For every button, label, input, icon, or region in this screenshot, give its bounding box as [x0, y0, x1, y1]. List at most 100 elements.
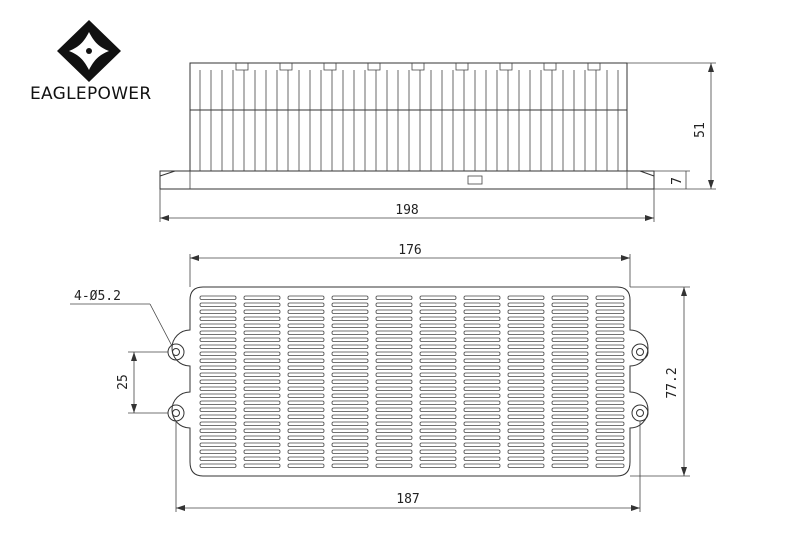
- fin-slot: [243, 428, 281, 433]
- fin-slot: [463, 344, 501, 349]
- fin-slot: [199, 428, 237, 433]
- fin-notch: [411, 63, 425, 71]
- fin-slot: [507, 309, 545, 314]
- fin-slot: [419, 400, 457, 405]
- fin-slot: [287, 372, 325, 377]
- fin-slot: [243, 456, 281, 461]
- fin-slot: [419, 316, 457, 321]
- fin-slot: [331, 344, 369, 349]
- fin-slot: [375, 393, 413, 398]
- fin-slot: [199, 337, 237, 342]
- fin-slot: [507, 400, 545, 405]
- fin-slot: [507, 344, 545, 349]
- fin-slot: [551, 449, 589, 454]
- fin-slot: [595, 421, 625, 426]
- fin-slot: [375, 351, 413, 356]
- fin-slot: [199, 379, 237, 384]
- fin-slot: [419, 295, 457, 300]
- hole-label: 4-Ø5.2: [74, 289, 121, 304]
- fin-slot: [419, 365, 457, 370]
- dim-hole-centers: 187: [175, 421, 641, 512]
- fin-slot: [595, 428, 625, 433]
- fin-slot: [463, 456, 501, 461]
- fin-slot: [331, 421, 369, 426]
- fin-notch: [455, 63, 469, 71]
- dim-length-overall: 198: [159, 189, 655, 222]
- fin-slot: [551, 400, 589, 405]
- fin-slot: [595, 337, 625, 342]
- fin-slot: [463, 316, 501, 321]
- side-view-fins: [199, 63, 619, 171]
- fin-slot: [375, 344, 413, 349]
- fin-slot: [595, 463, 625, 468]
- fin-slot: [507, 449, 545, 454]
- fin-slot: [375, 330, 413, 335]
- fin-slot: [243, 435, 281, 440]
- fin-slot: [331, 330, 369, 335]
- fin-notch: [235, 63, 249, 71]
- fin-slot: [419, 323, 457, 328]
- fin-slot: [551, 463, 589, 468]
- fin-notch: [587, 63, 601, 71]
- fin-slot: [199, 463, 237, 468]
- fin-slot: [199, 386, 237, 391]
- fin-slot: [463, 463, 501, 468]
- fin-slot: [595, 316, 625, 321]
- fin-slot: [595, 351, 625, 356]
- fin-slot: [243, 463, 281, 468]
- fin-slot: [551, 421, 589, 426]
- fin-slot: [551, 309, 589, 314]
- fin-slot: [375, 435, 413, 440]
- fin-slot: [595, 358, 625, 363]
- fin-slot: [331, 414, 369, 419]
- eagle-cross-icon: [57, 20, 121, 82]
- fin-slot: [595, 372, 625, 377]
- fin-slot: [507, 414, 545, 419]
- fin-slot: [375, 407, 413, 412]
- fin-notch: [367, 63, 381, 71]
- fin-slot: [243, 421, 281, 426]
- fin-slot: [375, 428, 413, 433]
- fin-slot: [419, 435, 457, 440]
- fin-notch: [543, 63, 557, 71]
- fin-slot: [507, 372, 545, 377]
- fin-slot: [243, 414, 281, 419]
- fin-slot: [287, 421, 325, 426]
- fin-slot: [507, 302, 545, 307]
- fin-slot: [287, 358, 325, 363]
- fin-slot: [331, 463, 369, 468]
- fin-slot: [507, 435, 545, 440]
- dim-body-length: 176: [189, 243, 631, 287]
- fin-notch: [499, 63, 513, 71]
- fin-slot: [243, 316, 281, 321]
- fin-slot: [419, 330, 457, 335]
- fin-slot: [375, 400, 413, 405]
- fin-slot: [551, 414, 589, 419]
- fin-slot: [507, 365, 545, 370]
- fin-slot: [595, 456, 625, 461]
- fin-slot: [419, 442, 457, 447]
- fin-slot: [375, 365, 413, 370]
- fin-slot: [287, 365, 325, 370]
- fin-slot: [463, 407, 501, 412]
- fin-slot: [375, 323, 413, 328]
- fin-slot: [463, 309, 501, 314]
- fin-slot: [507, 428, 545, 433]
- fin-slot: [595, 393, 625, 398]
- fin-slot: [419, 463, 457, 468]
- fin-slot: [243, 372, 281, 377]
- fin-slot: [551, 407, 589, 412]
- fin-slot: [595, 442, 625, 447]
- fin-slot: [551, 386, 589, 391]
- fin-slot: [375, 386, 413, 391]
- fin-slot: [375, 295, 413, 300]
- fin-slot: [287, 456, 325, 461]
- fin-slot: [375, 372, 413, 377]
- fin-slot: [375, 463, 413, 468]
- fin-slot: [463, 393, 501, 398]
- fin-slot: [243, 365, 281, 370]
- fin-slot: [595, 330, 625, 335]
- fin-slot: [331, 323, 369, 328]
- fin-slot: [243, 330, 281, 335]
